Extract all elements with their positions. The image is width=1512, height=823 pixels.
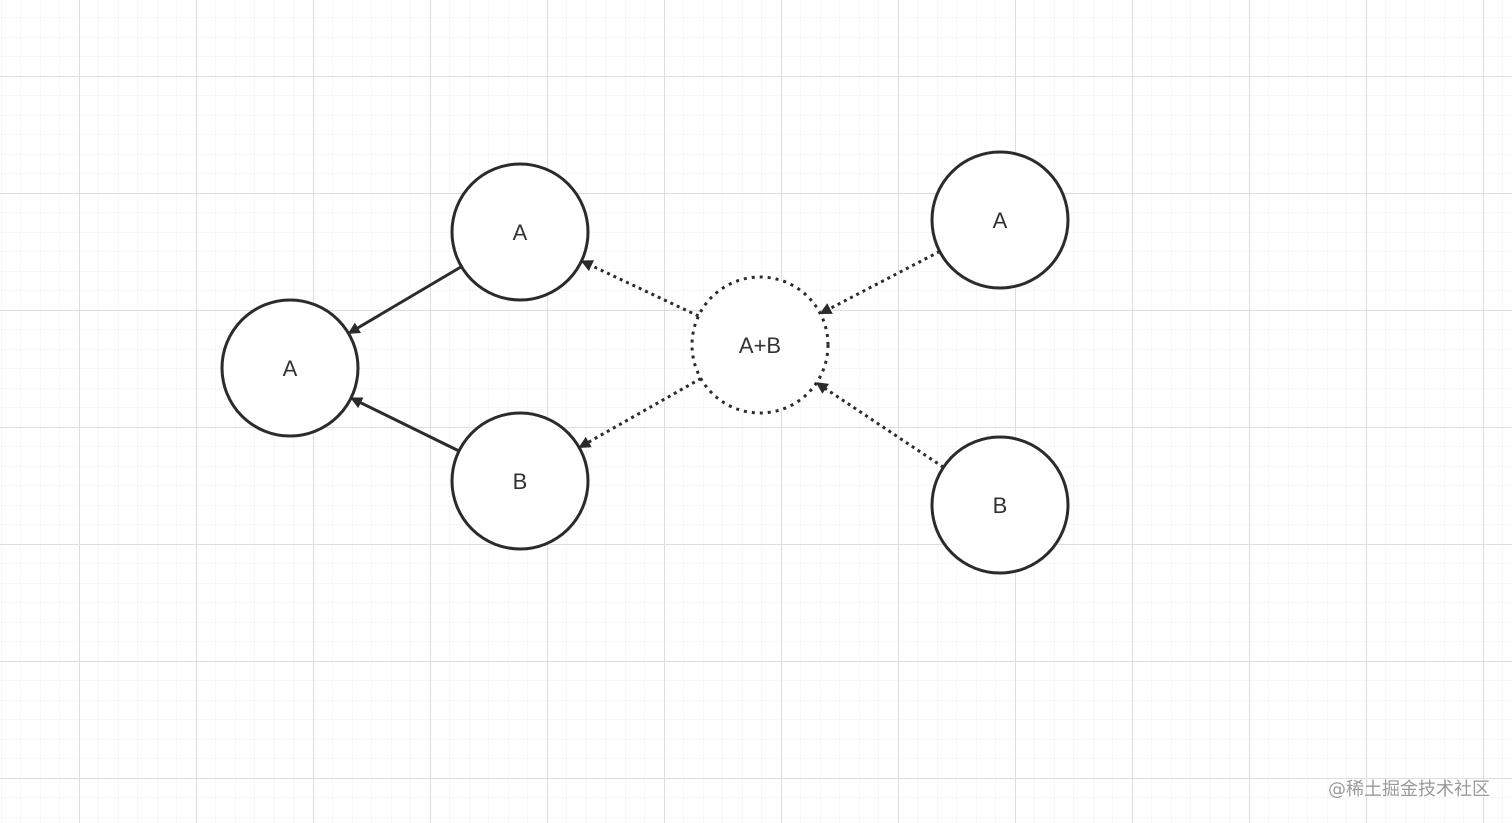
node-label-ab-center: A+B (739, 333, 781, 358)
node-circle-a-right (930, 150, 1070, 290)
node-circle-b-mid (450, 411, 590, 551)
edge-b-right-to-ab-center (815, 382, 945, 469)
watermark-text: @稀土掘金技术社区 (1328, 779, 1490, 800)
edge-a-right-to-ab-center (819, 250, 941, 315)
node-label-b-mid: B (513, 469, 528, 494)
node-label-a-left: A (283, 356, 298, 381)
node-circle-a-left (220, 298, 360, 438)
node-label-a-right: A (993, 208, 1008, 233)
edge-a-mid-to-a-left (347, 265, 463, 335)
node-b-mid: B (450, 411, 590, 551)
node-b-right: B (930, 435, 1070, 575)
node-a-left: A (220, 298, 360, 438)
node-label-a-mid: A (513, 220, 528, 245)
node-circle-a-mid (450, 162, 590, 302)
node-circle-b-right (930, 435, 1070, 575)
nodes-layer: A A B A+B A B (220, 150, 1070, 575)
node-label-b-right: B (993, 493, 1008, 518)
edges-layer (347, 250, 945, 469)
node-a-right: A (930, 150, 1070, 290)
node-ab-center: A+B (690, 275, 830, 415)
edge-ab-center-to-b-mid (578, 377, 702, 449)
node-a-mid: A (450, 162, 590, 302)
edge-b-mid-to-a-left (350, 397, 460, 453)
node-circle-ab-center (690, 275, 830, 415)
edge-ab-center-to-a-mid (580, 260, 700, 318)
